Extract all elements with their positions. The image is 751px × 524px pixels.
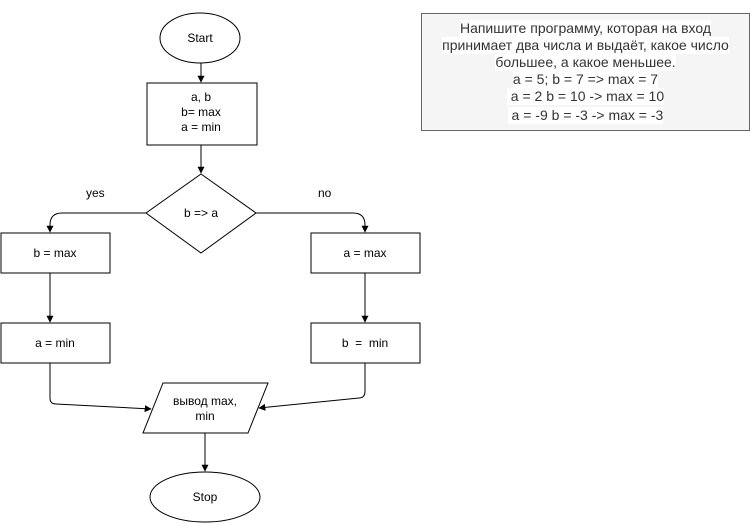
start-text: Start: [187, 31, 213, 45]
start-terminal[interactable]: [159, 12, 241, 64]
input-line-1: a, b: [191, 90, 211, 104]
edge-decision-yes: [46, 212, 146, 233]
no-label: no: [318, 186, 332, 200]
input-process[interactable]: [146, 82, 258, 146]
task-line-5: a = 2 b = 10 -> max = 10: [506, 88, 665, 105]
decision-diamond[interactable]: [145, 173, 257, 254]
no-a-max-process[interactable]: [310, 232, 421, 274]
input-line-3: a = min: [181, 120, 221, 134]
edge-bmin-to-output: [258, 363, 366, 411]
output-line-1: вывод max,: [173, 394, 237, 408]
task-line-4: a = 5; b = 7 => max = 7: [512, 71, 659, 88]
no-b-min-text: b = min: [342, 336, 388, 350]
stop-terminal[interactable]: [149, 471, 261, 523]
no-b-min-process[interactable]: [310, 322, 421, 364]
yes-b-max-text: b = max: [33, 246, 76, 260]
yes-a-min-text: a = min: [35, 336, 75, 350]
output-line-2: min: [195, 409, 214, 423]
edge-amin-to-output: [49, 363, 152, 413]
yes-label: yes: [86, 186, 105, 200]
task-line-2: принимает два числа и выдаёт, какое числ…: [442, 37, 729, 54]
decision-text: b => a: [184, 206, 218, 220]
task-line-3: большее, а какое меньшее.: [495, 54, 676, 71]
edge-decision-no: [256, 212, 369, 233]
yes-b-max-process[interactable]: [0, 232, 111, 274]
task-description-box: Напишите программу, которая на вход прин…: [421, 13, 750, 131]
yes-a-min-process[interactable]: [0, 322, 111, 364]
task-line-1: Напишите программу, которая на вход: [459, 20, 712, 37]
task-line-6: a = -9 b = -3 -> max = -3: [507, 107, 664, 124]
no-a-max-text: a = max: [343, 246, 386, 260]
stop-text: Stop: [193, 490, 218, 504]
output-parallelogram[interactable]: [142, 382, 269, 434]
input-line-2: b= max: [181, 105, 221, 119]
